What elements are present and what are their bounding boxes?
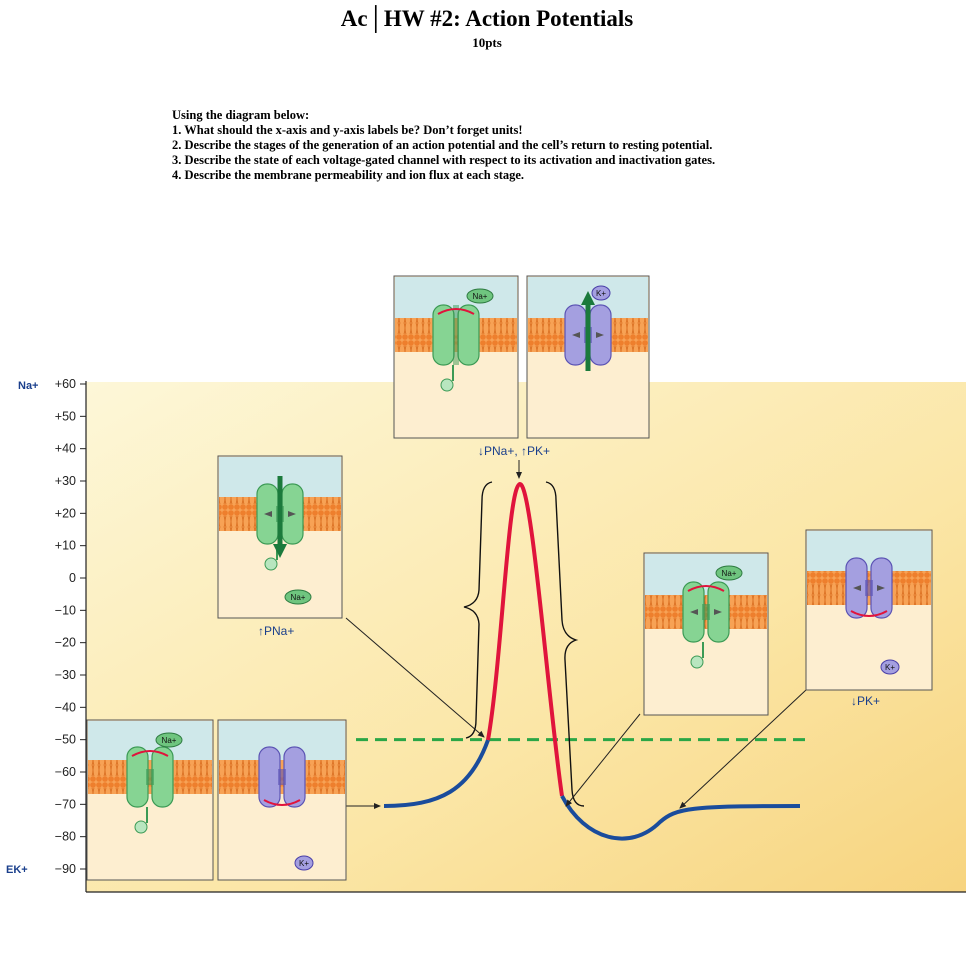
ion-label: Na+ <box>722 569 737 578</box>
gate-curve-arrow-icon <box>131 750 169 757</box>
panel-repolarizing-na-channel: Na+ <box>643 552 769 716</box>
pointer-repolarization <box>565 713 641 807</box>
k-ion-icon: K+ <box>591 285 611 301</box>
y-tick-label: +40 <box>55 442 76 456</box>
gate-curve-arrow-icon <box>687 585 725 592</box>
ion-label: K+ <box>596 289 606 298</box>
ion-label: Na+ <box>291 593 306 602</box>
na-channel-icon <box>126 746 174 834</box>
panel-resting-na-channel: Na+ <box>86 719 214 881</box>
y-tick-label: 0 <box>69 571 76 585</box>
resting-segment <box>383 739 490 808</box>
y-tick-label: −90 <box>55 862 76 876</box>
na-ion-icon: Na+ <box>155 732 183 748</box>
panel-peak-na-channel: Na+ <box>393 275 519 439</box>
ion-label: Na+ <box>473 292 488 301</box>
panel-hyperpolarizing-k-channel: K+ <box>805 529 933 691</box>
instruction-item: 2. Describe the stages of the generation… <box>172 138 713 152</box>
page-title: Ac│HW #2: Action Potentials <box>340 6 634 31</box>
y-tick-label: +50 <box>55 409 76 423</box>
instruction-item: 4. Describe the membrane permeability an… <box>172 168 525 182</box>
panel-peak-k-channel: K+ <box>526 275 650 439</box>
na-channel-icon <box>432 304 480 392</box>
rising-phase-annotation: ↑PNa+ <box>258 624 294 638</box>
ion-label: Na+ <box>162 736 177 745</box>
k-channel-icon <box>258 746 306 808</box>
y-tick-label: +20 <box>55 506 76 520</box>
repolarization-segment <box>560 795 801 841</box>
pointer-hyperpolarization <box>679 689 807 809</box>
na-equilibrium-label: Na+ <box>18 380 39 392</box>
na-channel-icon <box>682 581 730 669</box>
y-tick-label: −40 <box>55 700 76 714</box>
ion-label: K+ <box>299 859 309 868</box>
y-tick-label: −20 <box>55 636 76 650</box>
y-tick-label: +30 <box>55 474 76 488</box>
na-ion-icon: Na+ <box>715 565 743 581</box>
panel-rising-na-channel: Na+ <box>217 455 343 619</box>
k-channel-icon <box>564 291 612 371</box>
rising-brace <box>463 481 493 739</box>
instruction-item: 3. Describe the state of each voltage-ga… <box>172 153 716 167</box>
y-tick-label: −60 <box>55 765 76 779</box>
y-tick-label: −70 <box>55 797 76 811</box>
gate-curve-arrow-icon <box>437 308 475 315</box>
na-ion-icon: Na+ <box>284 589 312 605</box>
gate-curve-arrow-icon <box>263 799 301 806</box>
instructions-intro: Using the diagram below: <box>172 108 310 122</box>
y-tick-label: −80 <box>55 830 76 844</box>
points-label: 10pts <box>472 35 502 50</box>
y-tick-label: +10 <box>55 539 76 553</box>
pointer-rising <box>345 617 485 738</box>
peak-annotation: ↓PNa+, ↑PK+ <box>478 444 550 458</box>
k-equilibrium-label: EK+ <box>6 864 28 876</box>
k-ion-icon: K+ <box>294 855 314 871</box>
y-tick-label: +60 <box>55 377 76 391</box>
gate-curve-arrow-icon <box>850 610 888 617</box>
panel-resting-k-channel: K+ <box>217 719 347 881</box>
y-tick-label: −50 <box>55 733 76 747</box>
y-tick-label: −10 <box>55 603 76 617</box>
hyperpolarization-annotation: ↓PK+ <box>851 694 880 708</box>
k-channel-icon <box>845 557 893 619</box>
depolarization-segment <box>486 481 564 797</box>
na-ion-icon: Na+ <box>466 288 494 304</box>
k-ion-icon: K+ <box>880 659 900 675</box>
y-tick-label: −30 <box>55 668 76 682</box>
na-channel-icon <box>256 476 304 571</box>
instructions: Using the diagram below: 1. What should … <box>172 108 715 183</box>
ion-label: K+ <box>885 663 895 672</box>
instruction-item: 1. What should the x-axis and y-axis lab… <box>172 123 523 137</box>
